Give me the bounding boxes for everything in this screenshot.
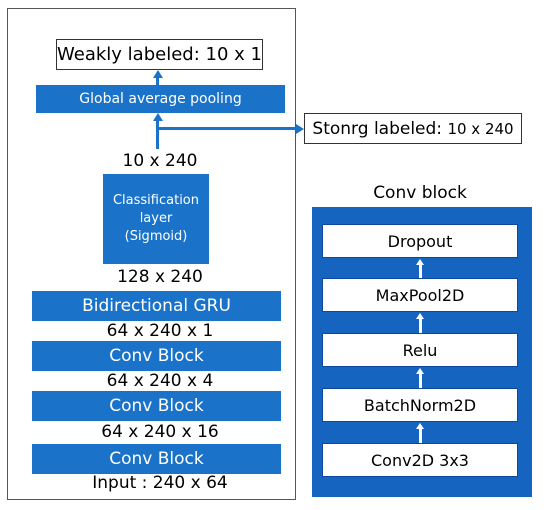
arrow-up-icon <box>153 70 163 78</box>
connector-relu-to-maxpool <box>418 319 422 333</box>
conv-step-maxpool2d-label: MaxPool2D <box>375 285 465 305</box>
conv-block-title: Conv block <box>373 183 467 203</box>
conv-step-batchnorm2d-label: BatchNorm2D <box>363 395 477 415</box>
input-dims: Input : 240 x 64 <box>92 473 228 493</box>
global-average-pooling-layer: Global average pooling <box>36 85 285 113</box>
conv-block-3-label: Conv Block <box>109 346 204 366</box>
bidirectional-gru-label: Bidirectional GRU <box>82 296 231 316</box>
strong-labeled-prefix: Stonrg labeled: <box>312 118 448 139</box>
dims-after-conv-block-1: 64 x 240 x 16 <box>101 422 219 442</box>
conv-block-3: Conv Block <box>32 341 281 371</box>
connector-classifier-to-pooling <box>156 120 159 149</box>
arrow-up-icon <box>416 259 424 265</box>
model-frame <box>7 8 296 500</box>
dims-after-classifier: 10 x 240 <box>122 151 198 171</box>
conv-step-relu-label: Relu <box>402 340 438 360</box>
arrow-up-icon <box>416 423 424 429</box>
dims-after-gru: 128 x 240 <box>117 267 203 287</box>
classification-line-2: layer <box>139 211 173 226</box>
weakly-labeled-prefix: Weakly labeled: <box>57 44 206 65</box>
bidirectional-gru-layer: Bidirectional GRU <box>32 291 281 321</box>
connector-batchnorm-to-relu <box>418 374 422 388</box>
arrow-up-icon <box>416 313 424 319</box>
strong-labeled-output: Stonrg labeled: 10 x 240 <box>304 113 522 144</box>
classification-line-3: (Sigmoid) <box>124 229 188 244</box>
arrow-right-icon <box>296 124 304 134</box>
global-average-pooling-label: Global average pooling <box>79 91 242 107</box>
arrow-up-icon <box>153 113 163 121</box>
conv-step-relu: Relu <box>322 333 518 367</box>
connector-to-strong-output <box>156 127 296 130</box>
conv-block-2-label: Conv Block <box>109 396 204 416</box>
conv-block-1-label: Conv Block <box>109 449 204 469</box>
connector-conv2d-to-batchnorm <box>418 429 422 443</box>
weakly-labeled-output: Weakly labeled: 10 x 1 <box>56 39 263 70</box>
conv-step-dropout-label: Dropout <box>387 231 453 251</box>
dims-after-conv-block-3: 64 x 240 x 1 <box>106 321 214 341</box>
conv-step-batchnorm2d: BatchNorm2D <box>322 388 518 422</box>
classification-layer: Classification layer (Sigmoid) <box>103 174 209 264</box>
weakly-labeled-dims: 10 x 1 <box>205 44 262 65</box>
conv-step-conv2d: Conv2D 3x3 <box>322 443 518 477</box>
dims-after-conv-block-2: 64 x 240 x 4 <box>106 371 214 391</box>
connector-pooling-to-output <box>156 77 159 85</box>
conv-block-2: Conv Block <box>32 391 281 421</box>
classification-line-1: Classification <box>112 193 200 208</box>
conv-step-conv2d-label: Conv2D 3x3 <box>371 450 469 470</box>
arrow-up-icon <box>416 368 424 374</box>
connector-maxpool-to-dropout <box>418 265 422 278</box>
conv-step-dropout: Dropout <box>322 224 518 258</box>
strong-labeled-dims: 10 x 240 <box>447 119 514 138</box>
conv-block-1: Conv Block <box>32 444 281 474</box>
conv-step-maxpool2d: MaxPool2D <box>322 278 518 312</box>
